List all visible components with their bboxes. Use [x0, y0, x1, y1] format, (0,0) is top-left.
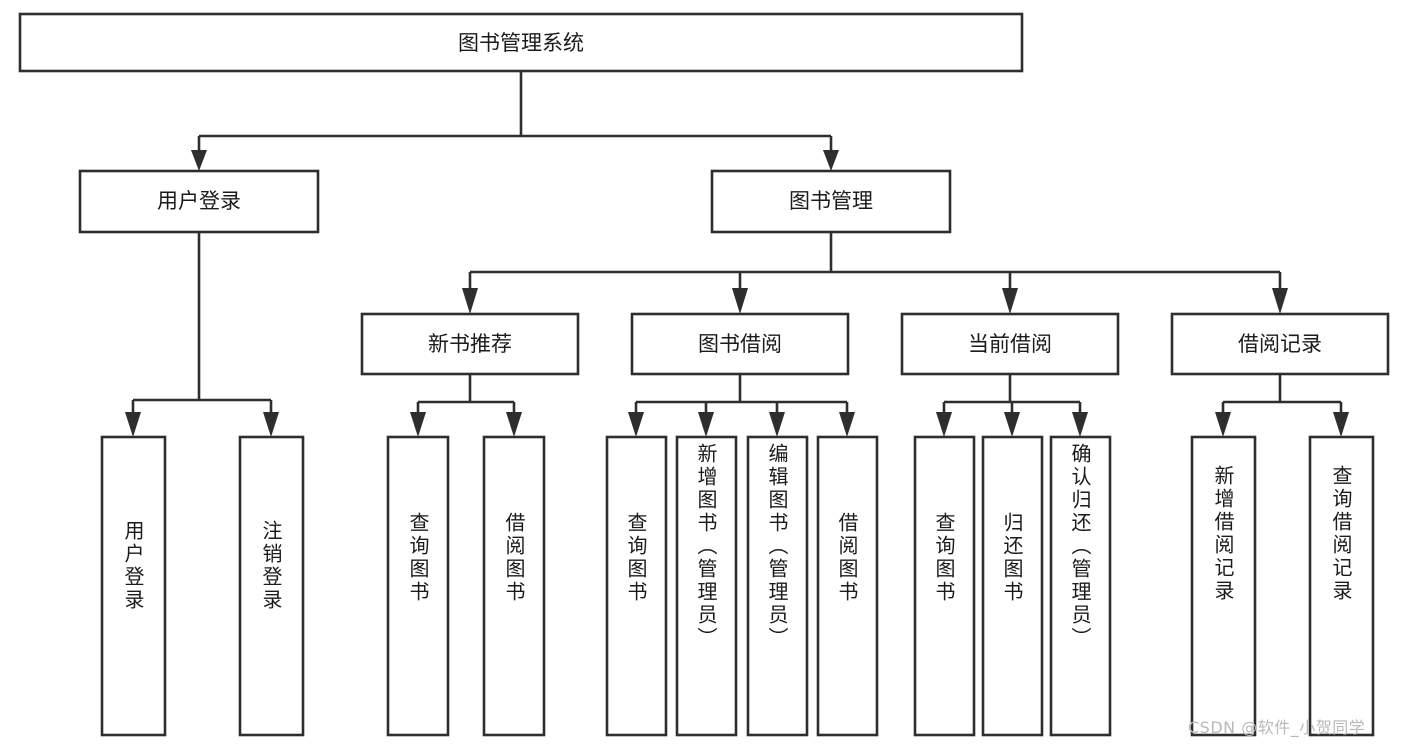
- node-root[interactable]: 图书管理系统: [18, 12, 1024, 73]
- arrow-leaf-logout-icon: [263, 412, 279, 437]
- node-user-login-box[interactable]: [78, 169, 320, 234]
- node-current-borrow-label: 当前借阅: [968, 332, 1052, 356]
- node-book-borrow-box[interactable]: [630, 312, 850, 376]
- node-user-login-label: 用户登录: [157, 189, 241, 213]
- arrow-to-record-icon: [1272, 288, 1288, 314]
- node-new-book-recommend-label: 新书推荐: [428, 332, 512, 356]
- leaf-box-record-add[interactable]: [1190, 435, 1257, 737]
- leaf-box-current-confirm[interactable]: [1049, 435, 1112, 737]
- node-book-borrow-label: 图书借阅: [698, 332, 782, 356]
- node-new-book-recommend-box[interactable]: [360, 312, 580, 376]
- leaf-box-borrow-edit[interactable]: [746, 435, 809, 737]
- arrow-leaf-record-query-icon: [1333, 412, 1349, 437]
- arrow-leaf-newbook-query-icon: [410, 412, 426, 437]
- arrow-to-user-login-icon: [191, 150, 207, 171]
- arrow-to-book-mgmt-icon: [823, 150, 839, 171]
- arrow-to-borrow-icon: [732, 288, 748, 314]
- node-current-borrow-box[interactable]: [900, 312, 1120, 376]
- arrow-leaf-current-query-icon: [936, 412, 952, 437]
- node-root-box[interactable]: [18, 12, 1024, 73]
- leaf-box-current-return[interactable]: [981, 435, 1044, 737]
- leaf-box-newbook-borrow[interactable]: [482, 435, 546, 737]
- leaf-box-newbook-query[interactable]: [386, 435, 450, 737]
- arrow-leaf-record-add-icon: [1215, 412, 1231, 437]
- arrow-to-current-icon: [1002, 288, 1018, 314]
- csdn-watermark: CSDN @软件_小贺同学: [1188, 718, 1366, 737]
- arrow-leaf-borrow-lend-icon: [839, 412, 855, 437]
- nodes-layer: 图书管理系统 用户登录 图书管理 新书推荐 图书借阅 当前: [18, 12, 1390, 737]
- node-root-label: 图书管理系统: [458, 31, 584, 55]
- arrow-leaf-user-login-icon: [125, 412, 141, 437]
- arrow-to-newbook-icon: [462, 288, 478, 314]
- edges-layer: [125, 71, 1349, 437]
- node-new-book-recommend[interactable]: 新书推荐: [360, 312, 580, 376]
- node-borrow-record-box[interactable]: [1170, 312, 1390, 376]
- leaf-box-record-query[interactable]: [1308, 435, 1375, 737]
- arrow-leaf-newbook-borrow-icon: [506, 412, 522, 437]
- arrow-leaf-borrow-edit-icon: [769, 412, 785, 437]
- leaf-box-borrow-lend[interactable]: [816, 435, 879, 737]
- arrow-leaf-borrow-query-icon: [628, 412, 644, 437]
- arrow-leaf-current-confirm-icon: [1072, 412, 1088, 437]
- node-book-management-label: 图书管理: [789, 189, 873, 213]
- node-book-management[interactable]: 图书管理: [710, 169, 952, 234]
- node-user-login[interactable]: 用户登录: [78, 169, 320, 234]
- arrow-leaf-borrow-add-icon: [698, 412, 714, 437]
- leaf-box-user-login[interactable]: [100, 435, 167, 737]
- node-book-management-box[interactable]: [710, 169, 952, 234]
- node-book-borrow[interactable]: 图书借阅: [630, 312, 850, 376]
- node-current-borrow[interactable]: 当前借阅: [900, 312, 1120, 376]
- leaf-box-borrow-add[interactable]: [675, 435, 738, 737]
- node-borrow-record-label: 借阅记录: [1238, 332, 1322, 356]
- leaf-box-current-query[interactable]: [913, 435, 976, 737]
- arrow-leaf-current-return-icon: [1004, 412, 1020, 437]
- leaf-box-logout[interactable]: [238, 435, 305, 737]
- leaf-box-borrow-query[interactable]: [605, 435, 668, 737]
- node-borrow-record[interactable]: 借阅记录: [1170, 312, 1390, 376]
